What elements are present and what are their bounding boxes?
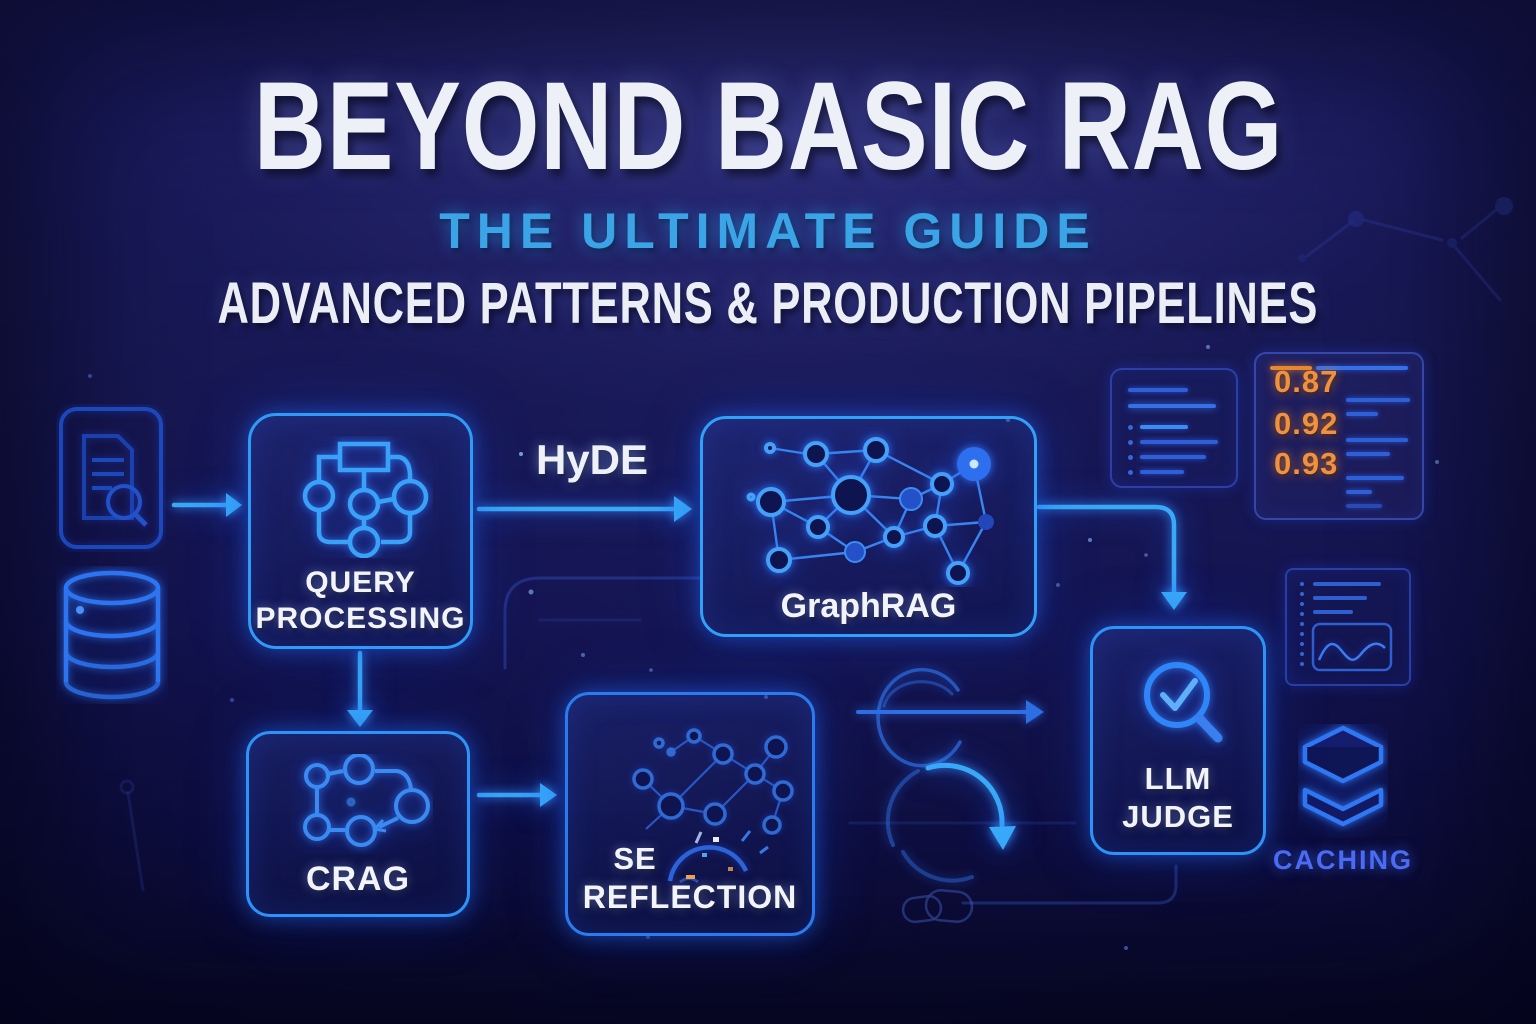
pill-decoration — [901, 889, 974, 924]
graphrag-label: GraphRAG — [780, 587, 957, 625]
page-title: BEYOND BASIC RAG — [0, 64, 1536, 189]
caching-label: CACHING — [1273, 845, 1413, 875]
list-card — [1110, 368, 1238, 488]
node-self-reflection: SE REFLECTION — [565, 692, 815, 936]
score-value: 0.93 — [1274, 446, 1339, 481]
llm-judge-label-line2: JUDGE — [1122, 799, 1234, 834]
caching-layers-icon — [1302, 725, 1384, 827]
metrics-card — [1285, 568, 1411, 686]
query-processing-label-line1: QUERY — [305, 566, 416, 599]
llm-judge-label-line1: LLM — [1144, 761, 1212, 796]
document-search-icon — [59, 407, 163, 549]
crag-label: CRAG — [305, 860, 411, 898]
flowchart-icon — [302, 441, 429, 558]
judge-magnifier-check-icon — [1144, 662, 1223, 743]
arrow-crag-to-reflection — [476, 783, 557, 807]
subtitle-text: THE ULTIMATE GUIDE — [439, 203, 1097, 259]
reflection-graph-icon — [632, 728, 794, 835]
title-main: BEYOND BASIC RAG — [253, 57, 1283, 196]
connector-graphrag-to-judge — [1036, 504, 1187, 610]
metrics-card-content — [1300, 582, 1393, 672]
arrow-hyde — [476, 496, 692, 522]
arrow-query-to-crag — [347, 650, 373, 727]
database-icon — [63, 570, 161, 700]
page-tagline: ADVANCED PATTERNS & PRODUCTION PIPELINES — [0, 270, 1536, 337]
hyde-label: HyDE — [535, 436, 649, 483]
oval-decoration — [876, 667, 962, 768]
evaluation-score-card: 0.87 0.92 0.93 — [1254, 352, 1424, 520]
node-graphrag: GraphRAG — [700, 416, 1037, 637]
node-llm-judge: LLM JUDGE — [1090, 626, 1266, 855]
tagline-text: ADVANCED PATTERNS & PRODUCTION PIPELINES — [217, 271, 1319, 336]
corrective-loop-icon — [303, 754, 430, 847]
self-reflection-label-line2: REFLECTION — [582, 879, 798, 915]
glitch-scribble-decoration — [667, 830, 769, 884]
score-value: 0.87 — [1274, 364, 1339, 399]
query-processing-label-line2: PROCESSING — [255, 602, 466, 635]
score-card-accent-line — [1270, 366, 1312, 370]
knowledge-graph-icon — [746, 437, 994, 585]
node-crag: CRAG — [246, 731, 470, 917]
page-subtitle: THE ULTIMATE GUIDE — [0, 202, 1536, 260]
score-value: 0.92 — [1274, 406, 1339, 441]
arrow-docs-to-query — [171, 493, 242, 517]
filled-graph-nodes — [844, 447, 994, 563]
arrow-mid-to-judge — [856, 700, 1044, 724]
self-reflection-label-line1: SE — [613, 841, 657, 876]
node-query-processing: QUERY PROCESSING — [248, 413, 473, 649]
refresh-cycle-icon — [885, 762, 1016, 883]
